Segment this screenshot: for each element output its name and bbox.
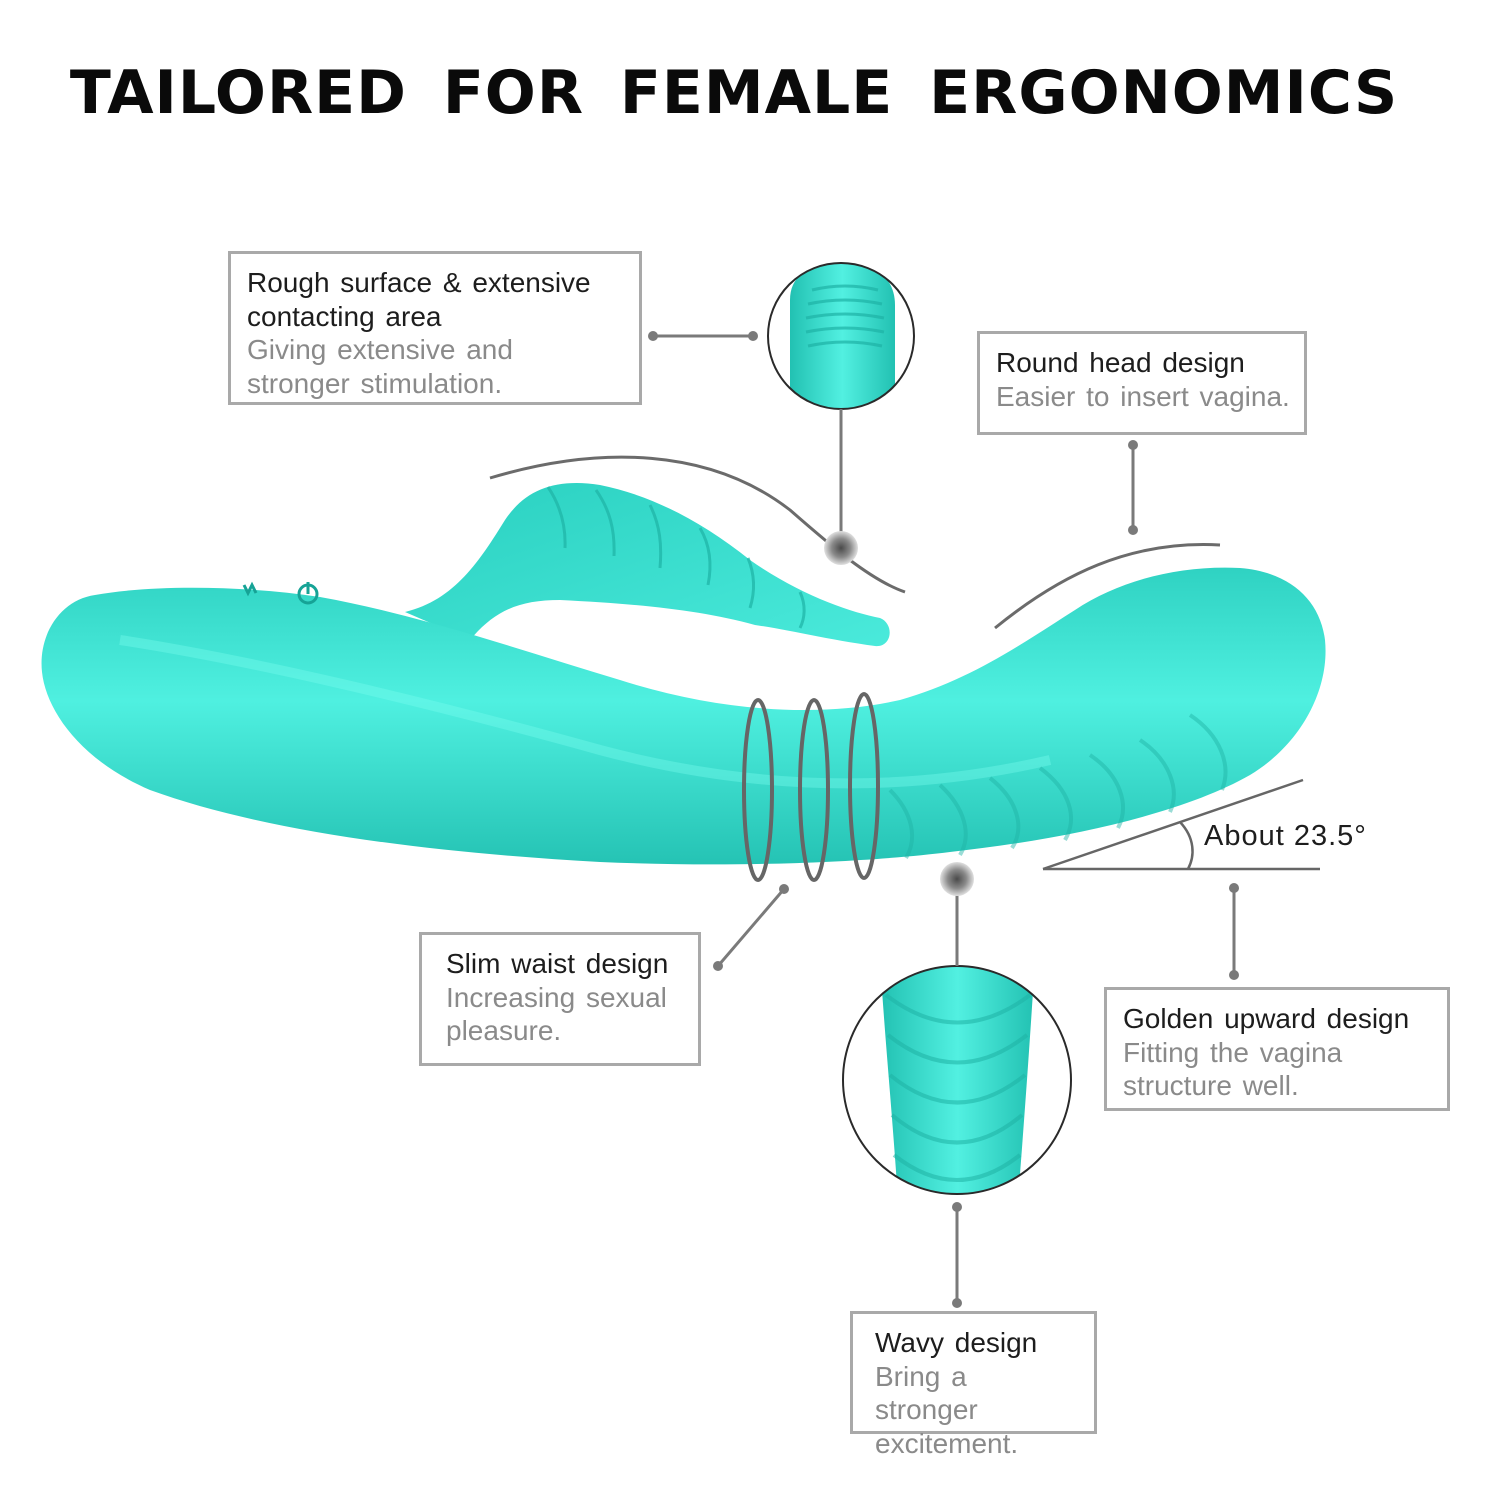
callout-text: Increasing sexual pleasure. bbox=[446, 981, 667, 1047]
marker-dot-shaft bbox=[940, 862, 974, 896]
callout-heading: Wavy design bbox=[875, 1327, 1038, 1358]
main-body bbox=[41, 567, 1326, 865]
leader-lines bbox=[648, 331, 1239, 1308]
waist-rings bbox=[742, 692, 880, 882]
callout-text: Bring a stronger excitement. bbox=[875, 1360, 1019, 1459]
callout-text: Giving extensive and stronger stimulatio… bbox=[247, 334, 513, 399]
callout-golden-upward: Golden upward design Fitting the vagina … bbox=[1104, 987, 1450, 1111]
angle-label: About 23.5° bbox=[1204, 820, 1367, 852]
arm-ridges bbox=[546, 486, 806, 629]
callout-text: Easier to insert vagina. bbox=[996, 380, 1290, 412]
callout-wavy-design: Wavy design Bring a stronger excitement. bbox=[850, 1311, 1097, 1459]
callout-heading: Round head design bbox=[996, 347, 1245, 378]
body-waves bbox=[888, 713, 1228, 860]
callout-heading: Slim waist design bbox=[446, 948, 669, 979]
body-highlight bbox=[119, 635, 1052, 789]
zoom-wavy-shaft bbox=[880, 966, 1035, 1194]
angle-indicator bbox=[1042, 778, 1320, 871]
arc-line-head bbox=[994, 543, 1221, 630]
callout-round-head: Round head design Easier to insert vagin… bbox=[977, 331, 1307, 435]
callout-slim-waist: Slim waist design Increasing sexual plea… bbox=[419, 932, 701, 1066]
page-title: TAILORED FOR FEMALE ERGONOMICS bbox=[69, 58, 1399, 128]
marker-dot-arm bbox=[824, 531, 858, 565]
callout-text: Fitting the vagina structure well. bbox=[1123, 1036, 1343, 1102]
clitoral-arm bbox=[405, 483, 890, 647]
arc-line-top bbox=[489, 455, 906, 594]
callout-heading: Golden upward design bbox=[1123, 1003, 1410, 1034]
callout-rough-surface: Rough surface & extensive contacting are… bbox=[228, 251, 642, 405]
power-button-icon bbox=[297, 582, 319, 605]
zoom-arm-tip bbox=[790, 263, 895, 409]
callout-heading: Rough surface & extensive contacting are… bbox=[247, 267, 591, 332]
vibration-mode-icon bbox=[242, 581, 258, 597]
